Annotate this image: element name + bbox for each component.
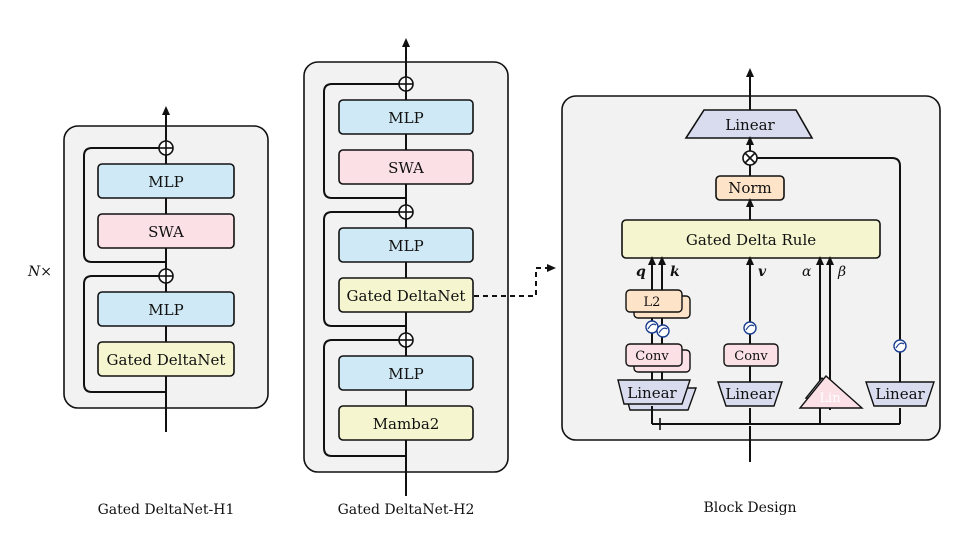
h1-mlp-bottom <box>97 291 235 327</box>
linear-partial <box>798 374 864 409</box>
h2-mlp-2 <box>338 227 474 263</box>
linear-qk-label: Linear <box>627 384 677 402</box>
conv-block-qk <box>625 343 683 367</box>
h1-repeat-label: N× <box>27 264 52 280</box>
top-linear-label: Linear <box>725 116 775 134</box>
h2-mlp-3-label: MLP <box>388 365 423 383</box>
h1-gated-deltanet <box>97 341 235 377</box>
panel-h2: MLP SWA MLP Gated DeltaNet MLP Mamba2 Ga… <box>303 38 509 518</box>
beta-label: β <box>837 264 846 280</box>
h1-gated-deltanet-label: Gated DeltaNet <box>107 351 226 369</box>
activation-icon <box>743 321 757 335</box>
h1-swa-label: SWA <box>148 223 184 241</box>
h1-mlp-top <box>97 163 235 199</box>
h1-swa <box>97 213 235 249</box>
v-label: v <box>758 264 767 280</box>
h2-mlp-2-label: MLP <box>388 237 423 255</box>
h2-gated-deltanet-label: Gated DeltaNet <box>347 287 466 305</box>
h2-mamba2 <box>338 405 474 441</box>
gated-delta-rule-label: Gated Delta Rule <box>686 231 816 249</box>
activation-icon <box>645 320 659 334</box>
l2-label: L2 <box>644 295 661 310</box>
activation-icon <box>893 339 907 353</box>
linear-gate <box>865 381 935 407</box>
h2-gated-deltanet <box>338 277 474 313</box>
l2-block <box>625 289 683 313</box>
norm-label: Norm <box>728 179 772 197</box>
h2-mlp-1-label: MLP <box>388 109 423 127</box>
conv-qk-label: Conv <box>635 349 669 364</box>
block-design-caption: Block Design <box>703 500 796 516</box>
linear-v-label: Linear <box>725 385 775 403</box>
h2-mamba2-label: Mamba2 <box>373 415 440 433</box>
top-linear <box>684 109 814 139</box>
panel-block-design: Linear Norm Gated Delta Rule q k L2 Conv… <box>561 68 941 516</box>
k-label: k <box>670 264 680 280</box>
q-label: q <box>636 264 646 280</box>
dashed-connector <box>474 264 556 297</box>
h2-mlp-1 <box>338 99 474 135</box>
conv-v-label: Conv <box>734 349 768 364</box>
linear-partial-label: Lin <box>819 391 841 406</box>
h1-mlp-bottom-label: MLP <box>148 301 183 319</box>
h2-swa-label: SWA <box>388 159 424 177</box>
h2-mlp-3 <box>338 355 474 391</box>
linear-v <box>717 381 783 407</box>
linear-gate-label: Linear <box>875 385 925 403</box>
panel-h1: MLP SWA MLP Gated DeltaNet N× Gated Delt… <box>27 106 269 518</box>
h1-mlp-top-label: MLP <box>148 173 183 191</box>
h1-caption: Gated DeltaNet-H1 <box>98 502 235 518</box>
conv-block-v <box>723 343 779 367</box>
linear-qk <box>617 379 691 405</box>
h2-swa <box>338 149 474 185</box>
alpha-label: α <box>802 264 812 280</box>
h2-caption: Gated DeltaNet-H2 <box>338 502 475 518</box>
activation-icon <box>656 324 670 338</box>
